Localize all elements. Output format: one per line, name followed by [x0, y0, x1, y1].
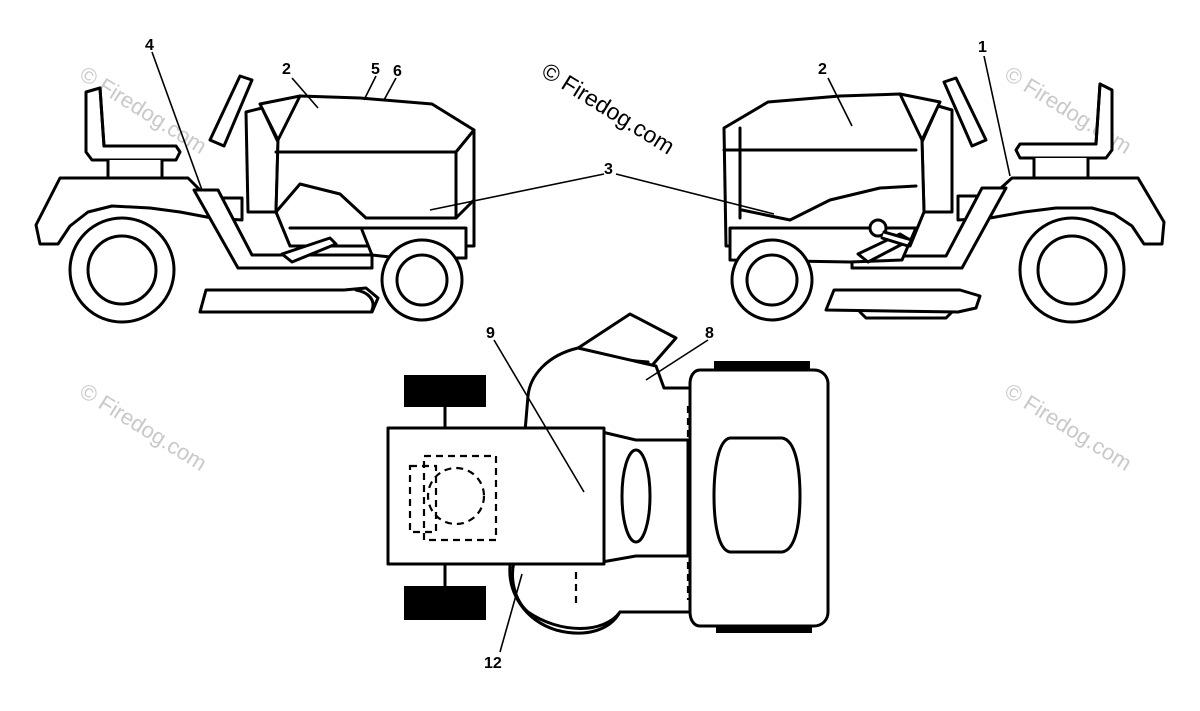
seat-left	[84, 86, 182, 162]
mower-deck-right	[824, 288, 982, 314]
leader-9	[493, 339, 585, 493]
mower-deck-left	[198, 286, 380, 314]
front-wheel-top-lower	[404, 586, 486, 620]
callout-3: 3	[604, 161, 613, 178]
callout-labels: 1 2 2 3 4 5 6 8 9 12	[145, 37, 987, 672]
tractor-top-view	[386, 312, 830, 635]
leader-4	[151, 51, 203, 191]
engine-cap-top	[426, 466, 486, 526]
leader-lines	[151, 51, 1011, 653]
watermark-mid-right: © Firedog.com	[1000, 378, 1136, 476]
leader-6	[383, 77, 397, 101]
watermark-mid-left: © Firedog.com	[75, 378, 211, 476]
seat-right	[1014, 82, 1114, 160]
callout-9: 9	[486, 325, 495, 342]
leader-12	[499, 573, 523, 653]
steering-wheel-left	[208, 74, 254, 148]
callout-2-right: 2	[818, 61, 827, 78]
callout-6: 6	[393, 63, 402, 80]
lever-knob-right	[868, 218, 888, 238]
rear-fender-right	[956, 176, 1166, 246]
watermark-main: © Firedog.com	[537, 57, 679, 159]
leader-1	[983, 55, 1011, 177]
seat-top	[712, 436, 802, 554]
leader-2-right	[827, 77, 853, 127]
callout-5: 5	[371, 61, 380, 78]
rear-fender-left	[34, 176, 244, 246]
pedal-left	[280, 236, 338, 264]
tractor-right-view	[722, 76, 1166, 324]
hood-right	[722, 92, 942, 248]
steering-wheel-right	[942, 76, 988, 148]
engine-outline-top	[422, 454, 498, 542]
hood-left	[258, 94, 476, 248]
leader-2-left	[291, 77, 319, 109]
leader-8	[645, 339, 709, 381]
tractor-left-view	[34, 74, 476, 324]
leader-5	[363, 75, 377, 101]
callout-12: 12	[484, 655, 502, 672]
steering-wheel-top	[620, 448, 652, 544]
front-wheel-top-upper	[404, 375, 486, 407]
callout-8: 8	[705, 325, 714, 342]
frame-left	[192, 188, 374, 270]
leader-3-left	[429, 173, 605, 211]
callout-1: 1	[978, 39, 987, 56]
callout-2-left: 2	[282, 61, 291, 78]
callout-4: 4	[145, 37, 154, 54]
leader-3-right	[615, 173, 775, 215]
